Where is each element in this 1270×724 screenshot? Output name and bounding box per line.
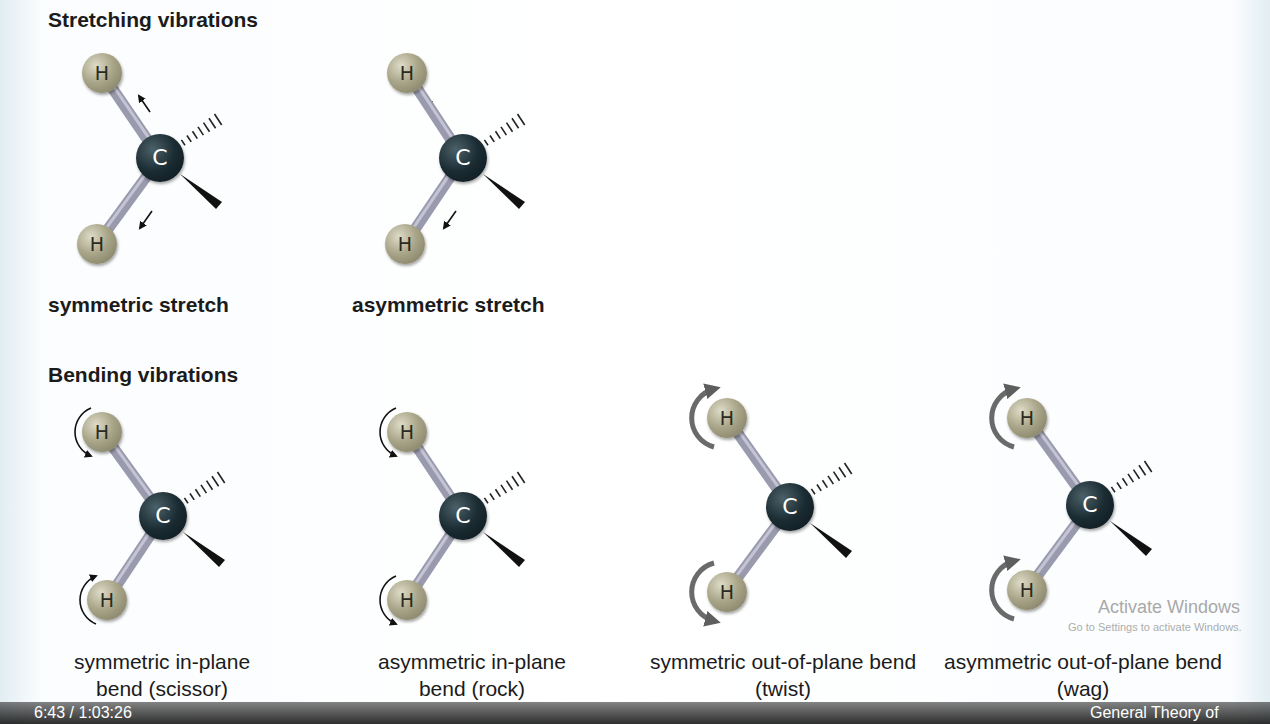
bond-line xyxy=(1038,523,1077,576)
carbon-atom: C xyxy=(136,134,184,182)
bond-line xyxy=(737,433,777,489)
bond-highlight xyxy=(419,446,453,497)
atom-symbol: C xyxy=(455,147,470,169)
atom-symbol: H xyxy=(100,591,114,610)
watermark: Go to Settings to activate Windows. xyxy=(1068,620,1242,634)
video-timestamp: 6:43 / 1:03:26 xyxy=(34,703,132,723)
bond-highlight xyxy=(1036,521,1075,574)
atom-symbol: H xyxy=(95,64,109,83)
stretch-arrow xyxy=(140,211,152,228)
bond xyxy=(113,445,152,498)
carbon-atom: C xyxy=(1066,481,1114,529)
bond-highlight xyxy=(415,533,449,584)
atom-symbol: H xyxy=(720,409,734,428)
atom-symbol: H xyxy=(400,591,414,610)
atom-symbol: C xyxy=(455,505,470,527)
bond xyxy=(736,523,777,577)
bond-highlight xyxy=(736,523,775,576)
stretch-arrow xyxy=(139,96,150,112)
atom-symbol: H xyxy=(400,64,414,83)
carbon-atom: C xyxy=(439,134,487,182)
bond xyxy=(413,175,450,229)
wedge-bonds xyxy=(810,463,852,558)
bond xyxy=(417,446,452,498)
atom-symbol: C xyxy=(782,496,797,518)
bond-highlight xyxy=(419,87,453,139)
hydrogen-atom: H xyxy=(1007,570,1047,610)
hydrogen-atom: H xyxy=(1007,398,1047,438)
wedge-bonds xyxy=(1110,461,1152,556)
mode-label: symmetric out-of-plane bend (twist) xyxy=(648,648,918,702)
bond-highlight xyxy=(114,87,149,139)
hydrogen-atom: H xyxy=(387,580,427,620)
stretch-arrow xyxy=(444,211,456,228)
mode-label: asymmetric out-of-plane bend (wag) xyxy=(940,648,1226,702)
wedge-bonds xyxy=(180,114,222,209)
bond-highlight xyxy=(413,175,449,228)
bond xyxy=(415,533,450,585)
atom-symbol: H xyxy=(95,423,109,442)
bond-highlight xyxy=(106,175,145,229)
bond-line xyxy=(417,88,451,140)
bond xyxy=(115,533,150,585)
bond xyxy=(112,87,149,140)
bond-highlight xyxy=(739,432,779,488)
bond-line xyxy=(113,447,150,499)
bond-highlight xyxy=(114,445,151,497)
bond xyxy=(417,87,453,140)
bond xyxy=(1036,521,1077,575)
mode-label: symmetric in-plane bend (scissor) xyxy=(52,648,272,702)
hydrogen-atom: H xyxy=(387,412,427,452)
hydrogen-atom: H xyxy=(707,398,747,438)
wedge-bonds xyxy=(183,472,225,567)
hydrogen-atom: H xyxy=(82,53,122,93)
wedge-bonds xyxy=(483,114,525,209)
bond-highlight xyxy=(115,533,149,584)
hydrogen-atom: H xyxy=(77,224,117,264)
atom-symbol: H xyxy=(1020,409,1034,428)
watermark: Activate Windows xyxy=(1098,596,1240,618)
atom-symbol: H xyxy=(400,423,414,442)
bond-line xyxy=(415,176,451,229)
bond-highlight xyxy=(1039,431,1079,486)
atom-symbol: C xyxy=(1082,494,1097,516)
bond xyxy=(106,175,147,230)
bond-line xyxy=(112,88,147,140)
carbon-atom: C xyxy=(439,492,487,540)
carbon-atom: C xyxy=(766,483,814,531)
video-control-bar xyxy=(0,702,1270,724)
hydrogen-atom: H xyxy=(387,53,427,93)
bond-line xyxy=(738,525,777,578)
atom-symbol: C xyxy=(152,147,167,169)
bond-line xyxy=(108,176,147,230)
section-heading: Stretching vibrations xyxy=(48,6,258,34)
atom-symbol: H xyxy=(720,583,734,602)
hydrogen-atom: H xyxy=(82,412,122,452)
video-title: General Theory of xyxy=(1090,703,1219,723)
hydrogen-atom: H xyxy=(707,572,747,612)
atom-symbol: H xyxy=(90,235,104,254)
section-heading: Bending vibrations xyxy=(48,361,238,389)
hydrogen-atom: H xyxy=(385,224,425,264)
bond-line xyxy=(417,534,451,585)
atom-symbol: H xyxy=(1020,581,1034,600)
bond-line xyxy=(117,534,151,585)
wedge-bonds xyxy=(483,472,525,567)
hydrogen-atom: H xyxy=(87,580,127,620)
mode-label: asymmetric in-plane bend (rock) xyxy=(356,648,588,702)
carbon-atom: C xyxy=(139,492,187,540)
atom-symbol: C xyxy=(155,505,170,527)
bond-line xyxy=(417,447,451,498)
bond xyxy=(737,432,779,490)
mode-label: symmetric stretch xyxy=(48,291,229,319)
bond-line xyxy=(1038,433,1078,488)
atom-symbol: H xyxy=(398,235,412,254)
mode-label: asymmetric stretch xyxy=(352,291,545,319)
bond xyxy=(1038,431,1079,487)
